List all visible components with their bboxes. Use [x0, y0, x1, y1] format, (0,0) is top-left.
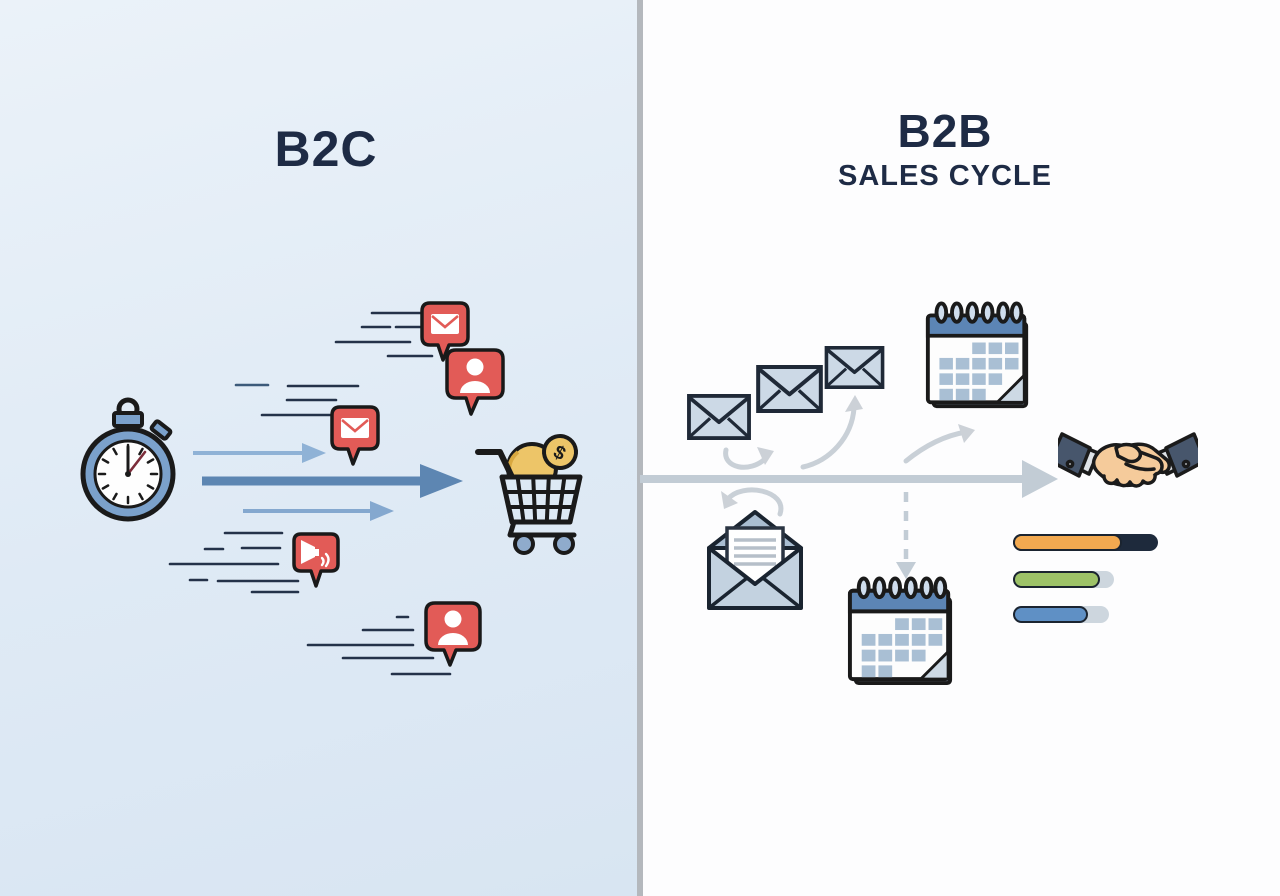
- calendar-icon: [925, 301, 1029, 409]
- cart-grid: [505, 476, 577, 523]
- shopping-cart-icon: $: [475, 434, 583, 555]
- announcement-notification-icon: [292, 532, 340, 588]
- user-notification-icon: [424, 601, 482, 667]
- speed-arrow-top-icon: [193, 443, 326, 463]
- deal-stage-bar-blue: [1013, 606, 1109, 623]
- curved-step-arrow: [903, 424, 975, 464]
- b2b-subtitle: SALES CYCLE: [837, 160, 1053, 192]
- date-cells: [939, 342, 1019, 401]
- curved-step-arrow: [723, 447, 774, 470]
- email-notification-icon: [420, 301, 470, 362]
- handshake-icon: [1058, 432, 1198, 488]
- envelope-icon: [756, 365, 823, 413]
- deal-stage-bar-orange: [1013, 534, 1158, 551]
- timeline-and-flow-arrows: [640, 395, 1058, 579]
- date-cells: [861, 618, 943, 678]
- envelope-icon: [687, 394, 751, 440]
- envelope-icon: [824, 346, 885, 389]
- deal-stage-bar-green: [1013, 571, 1114, 588]
- dashed-step-arrow: [896, 492, 916, 579]
- email-notification-icon: [330, 405, 380, 466]
- spiral-rings: [856, 576, 948, 600]
- b2b-title: B2B: [897, 105, 993, 157]
- stopwatch-icon: [80, 397, 176, 522]
- curved-step-arrow: [800, 395, 863, 470]
- timeline-arrow: [640, 460, 1058, 498]
- b2c-title: B2C: [274, 121, 378, 177]
- speed-lines-and-arrows: [168, 311, 463, 676]
- speed-arrow-main-icon: [202, 464, 463, 498]
- loop-back-arrow: [721, 487, 784, 517]
- calendar-icon: [847, 576, 953, 686]
- spiral-rings: [934, 301, 1024, 324]
- speed-arrow-bottom-icon: [243, 501, 394, 521]
- user-notification-icon: [445, 348, 505, 416]
- panel-divider: [637, 0, 643, 896]
- speed-lines: [168, 311, 452, 676]
- open-envelope-icon: [707, 510, 803, 610]
